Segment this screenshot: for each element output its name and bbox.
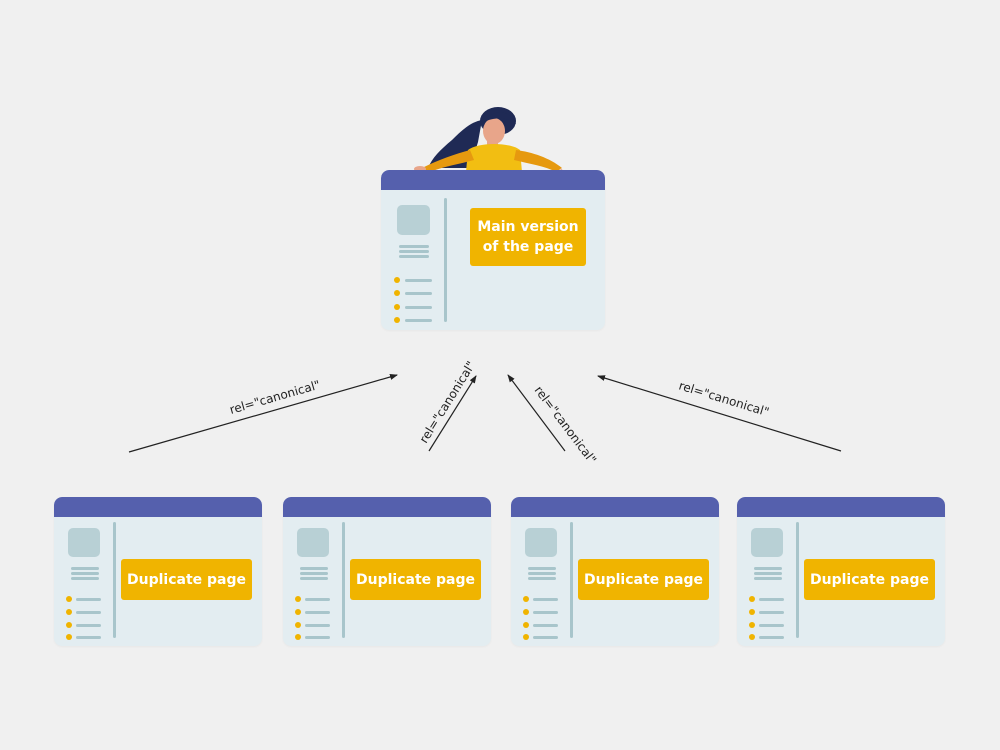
link-label-3: rel="canonical" bbox=[532, 383, 600, 466]
text-line bbox=[759, 611, 784, 614]
window-header bbox=[54, 497, 262, 517]
text-line bbox=[759, 636, 784, 639]
column-divider bbox=[796, 522, 799, 638]
image-placeholder bbox=[397, 205, 430, 235]
main-version-label: Main version of the page bbox=[470, 208, 586, 266]
text-line bbox=[754, 567, 782, 570]
text-line bbox=[533, 598, 558, 601]
window-header bbox=[511, 497, 719, 517]
bullet-icon bbox=[523, 634, 529, 640]
bullet-icon bbox=[394, 304, 400, 310]
duplicate-page-label: Duplicate page bbox=[804, 559, 935, 600]
image-placeholder bbox=[525, 528, 557, 557]
text-line bbox=[399, 255, 429, 258]
text-line bbox=[759, 598, 784, 601]
bullet-icon bbox=[66, 596, 72, 602]
text-line bbox=[399, 250, 429, 253]
text-line bbox=[71, 567, 99, 570]
link-label-4: rel="canonical" bbox=[677, 378, 771, 419]
text-line bbox=[76, 636, 101, 639]
bullet-icon bbox=[295, 634, 301, 640]
window-header bbox=[737, 497, 945, 517]
text-line bbox=[533, 611, 558, 614]
text-line bbox=[528, 572, 556, 575]
window-header bbox=[381, 170, 605, 190]
bullet-icon bbox=[749, 634, 755, 640]
column-divider bbox=[570, 522, 573, 638]
image-placeholder bbox=[751, 528, 783, 557]
arrow-line-2 bbox=[428, 375, 477, 452]
text-line bbox=[305, 598, 330, 601]
bullet-icon bbox=[66, 609, 72, 615]
text-line bbox=[754, 577, 782, 580]
arrow-line-3 bbox=[507, 374, 566, 452]
bullet-icon bbox=[523, 596, 529, 602]
link-label-1: rel="canonical" bbox=[228, 378, 322, 417]
text-line bbox=[300, 577, 328, 580]
column-divider bbox=[113, 522, 116, 638]
bullet-icon bbox=[749, 609, 755, 615]
text-line bbox=[759, 624, 784, 627]
duplicate-page-label: Duplicate page bbox=[578, 559, 709, 600]
text-line bbox=[399, 245, 429, 248]
text-line bbox=[405, 306, 432, 309]
text-line bbox=[71, 577, 99, 580]
text-line bbox=[528, 567, 556, 570]
text-line bbox=[528, 577, 556, 580]
arrow-line-1 bbox=[128, 374, 398, 453]
text-line bbox=[71, 572, 99, 575]
duplicate-page-window-2: Duplicate page bbox=[283, 497, 491, 646]
bullet-icon bbox=[295, 609, 301, 615]
duplicate-page-label: Duplicate page bbox=[121, 559, 252, 600]
bullet-icon bbox=[295, 596, 301, 602]
bullet-icon bbox=[749, 596, 755, 602]
text-line bbox=[300, 567, 328, 570]
text-line bbox=[305, 611, 330, 614]
text-line bbox=[405, 292, 432, 295]
bullet-icon bbox=[295, 622, 301, 628]
column-divider bbox=[444, 198, 447, 322]
text-line bbox=[76, 598, 101, 601]
text-line bbox=[76, 624, 101, 627]
bullet-icon bbox=[523, 622, 529, 628]
image-placeholder bbox=[68, 528, 100, 557]
bullet-icon bbox=[749, 622, 755, 628]
text-line bbox=[754, 572, 782, 575]
duplicate-page-window-4: Duplicate page bbox=[737, 497, 945, 646]
bullet-icon bbox=[66, 622, 72, 628]
text-line bbox=[533, 624, 558, 627]
bullet-icon bbox=[66, 634, 72, 640]
text-line bbox=[305, 636, 330, 639]
text-line bbox=[405, 279, 432, 282]
duplicate-page-window-3: Duplicate page bbox=[511, 497, 719, 646]
window-header bbox=[283, 497, 491, 517]
image-placeholder bbox=[297, 528, 329, 557]
bullet-icon bbox=[394, 317, 400, 323]
text-line bbox=[305, 624, 330, 627]
bullet-icon bbox=[394, 277, 400, 283]
main-page-window: Main version of the page bbox=[381, 170, 605, 330]
bullet-icon bbox=[523, 609, 529, 615]
arrow-line-4 bbox=[597, 375, 842, 452]
text-line bbox=[533, 636, 558, 639]
text-line bbox=[300, 572, 328, 575]
duplicate-page-window-1: Duplicate page bbox=[54, 497, 262, 646]
text-line bbox=[405, 319, 432, 322]
column-divider bbox=[342, 522, 345, 638]
bullet-icon bbox=[394, 290, 400, 296]
text-line bbox=[76, 611, 101, 614]
link-label-2: rel="canonical" bbox=[417, 359, 478, 446]
duplicate-page-label: Duplicate page bbox=[350, 559, 481, 600]
